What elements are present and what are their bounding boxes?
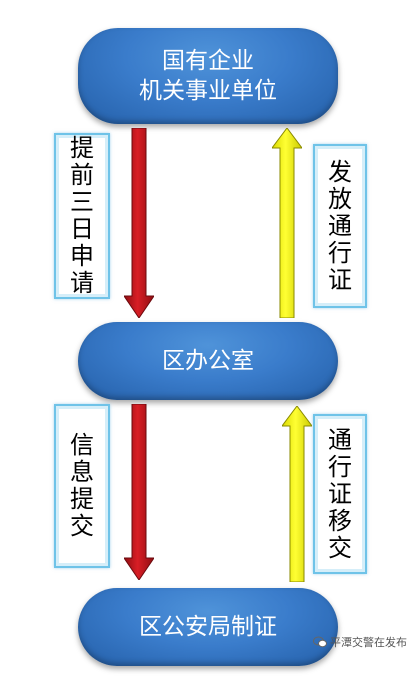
node-district-office: 区办公室 <box>78 322 338 400</box>
label-apply-char: 前 <box>70 161 94 189</box>
label-apply-char: 提 <box>70 134 94 162</box>
label-transfer-char: 交 <box>328 533 352 562</box>
arrow-down-red-1 <box>124 128 154 318</box>
node-state-enterprise-line1: 国有企业 <box>162 48 254 74</box>
wechat-icon <box>313 636 327 648</box>
watermark: 平潭交警在发布 <box>313 634 407 650</box>
label-transfer-char: 通 <box>328 425 352 454</box>
label-issue-char: 通 <box>328 211 352 240</box>
arrow-up-yellow-1 <box>272 128 302 318</box>
watermark-text: 平潭交警在发布 <box>330 636 407 649</box>
label-info-char: 提 <box>70 485 94 513</box>
label-info-char: 交 <box>70 512 94 540</box>
label-issue-pass: 发 放 通 行 证 <box>313 144 367 308</box>
node-public-security-bureau: 区公安局制证 <box>78 588 338 666</box>
label-apply-three-days: 提 前 三 日 申 请 <box>54 133 110 299</box>
node-district-office-label: 区办公室 <box>162 348 254 374</box>
arrow-up-yellow-2 <box>282 406 312 582</box>
label-transfer-char: 证 <box>328 479 352 508</box>
label-issue-char: 发 <box>328 157 352 186</box>
label-pass-transfer: 通 行 证 移 交 <box>313 414 367 574</box>
label-issue-char: 行 <box>328 238 352 267</box>
label-transfer-char: 行 <box>328 452 352 481</box>
label-apply-char: 申 <box>70 242 94 270</box>
label-apply-char: 日 <box>70 215 94 243</box>
label-info-submit: 信 息 提 交 <box>54 404 110 568</box>
label-apply-char: 请 <box>70 269 94 297</box>
label-transfer-char: 移 <box>328 506 352 535</box>
node-state-enterprise: 国有企业 机关事业单位 <box>78 28 338 124</box>
label-info-char: 息 <box>70 458 94 486</box>
label-issue-char: 放 <box>328 184 352 213</box>
label-issue-char: 证 <box>328 265 352 294</box>
node-public-security-bureau-label: 区公安局制证 <box>139 614 277 640</box>
arrow-down-red-2 <box>124 404 154 580</box>
label-apply-char: 三 <box>70 188 94 216</box>
node-state-enterprise-line2: 机关事业单位 <box>139 78 277 104</box>
label-info-char: 信 <box>70 431 94 459</box>
